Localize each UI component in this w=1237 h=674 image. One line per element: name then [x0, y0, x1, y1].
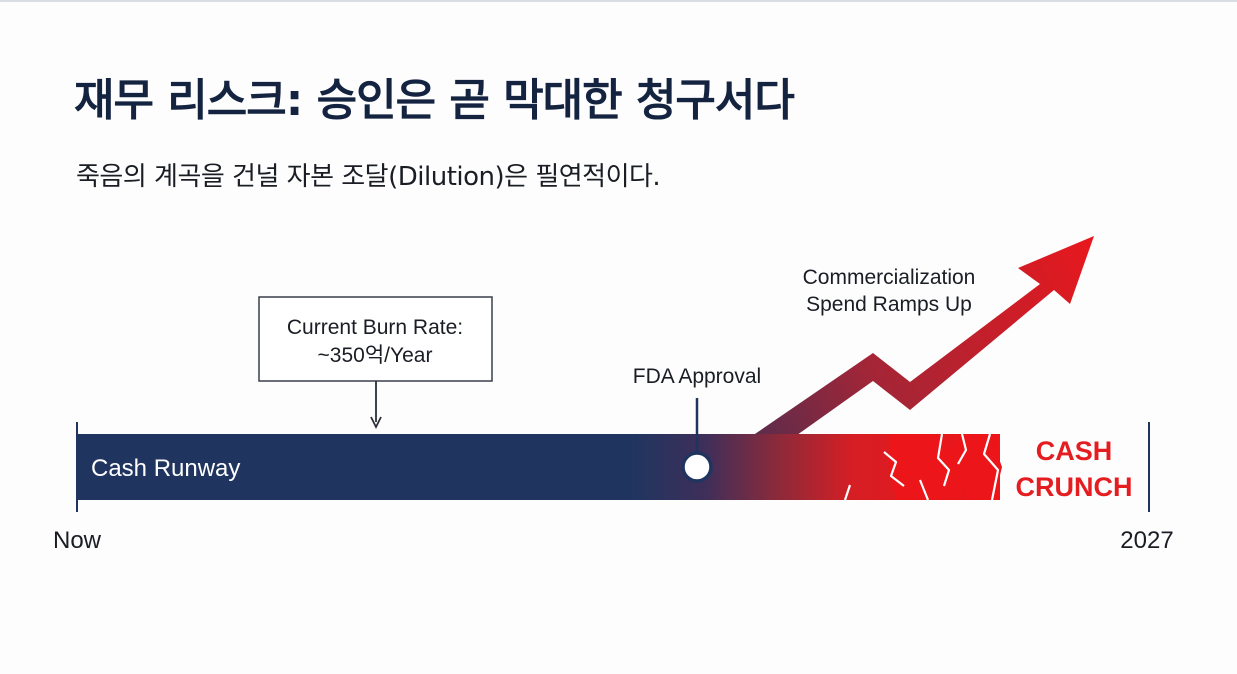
burn-rate-callout-box — [258, 296, 493, 382]
fda-marker-dot — [681, 451, 713, 483]
cash-runway-bar — [77, 434, 1000, 500]
cash-runway-label: Cash Runway — [91, 455, 240, 482]
cash-crunch-label-line2: CRUNCH — [1016, 472, 1133, 502]
burn-rate-arrowhead — [370, 416, 382, 430]
page-title: 재무 리스크: 승인은 곧 막대한 청구서다 — [74, 75, 795, 126]
timeline-start-label: Now — [53, 527, 102, 554]
fda-approval-label: FDA Approval — [633, 365, 761, 388]
burn-rate-label-line1: Current Burn Rate: — [287, 316, 463, 339]
spend-ramp-label-line2: Spend Ramps Up — [806, 293, 972, 316]
timeline-end-label: 2027 — [1120, 527, 1173, 554]
crack-lines — [843, 433, 1000, 501]
cash-crunch-label-line1: CASH — [1036, 436, 1113, 466]
burn-rate-label-line2: ~350억/Year — [318, 344, 433, 367]
spend-ramp-arrow — [752, 236, 1094, 440]
spend-ramp-label-line1: Commercialization — [803, 266, 976, 289]
page-subtitle: 죽음의 계곡을 건널 자본 조달(Dilution)은 필연적이다. — [76, 162, 661, 192]
top-divider — [0, 0, 1237, 2]
